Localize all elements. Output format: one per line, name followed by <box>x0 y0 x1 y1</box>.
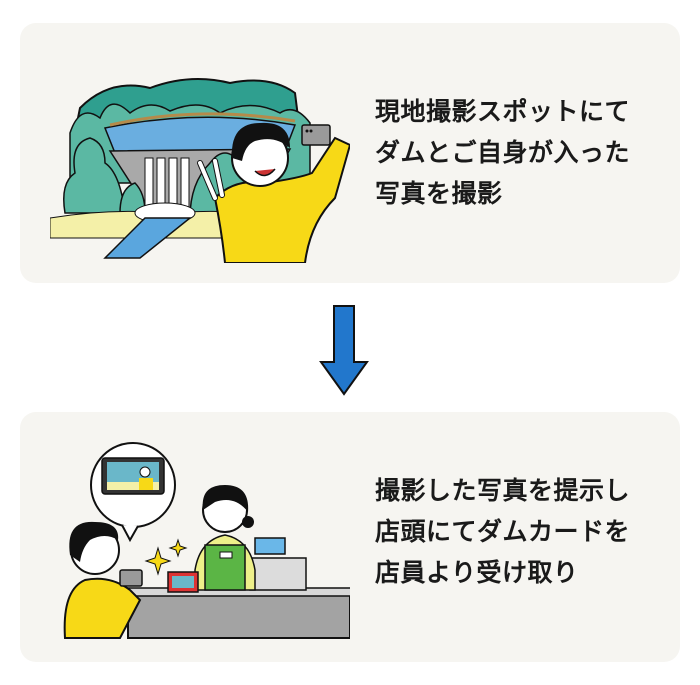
show-photo-at-store-counter-illustration <box>63 442 350 639</box>
step-2-line-3: 店員より受け取り <box>375 558 579 587</box>
step-1-card: 現地撮影スポットにて ダムとご自身が入った 写真を撮影 <box>20 23 680 283</box>
arrow-down-icon <box>319 305 369 396</box>
step-1-line-2: ダムとご自身が入った <box>375 138 631 167</box>
selfie-at-dam-illustration <box>50 78 350 263</box>
step-2-line-2: 店頭にてダムカードを <box>375 517 631 546</box>
step-2-line-1: 撮影した写真を提示し <box>375 476 631 505</box>
step-1-line-3: 写真を撮影 <box>375 179 503 208</box>
step-1-description: 現地撮影スポットにて ダムとご自身が入った 写真を撮影 <box>375 91 630 214</box>
step-2-description: 撮影した写真を提示し 店頭にてダムカードを 店員より受け取り <box>375 470 630 593</box>
step-1-line-1: 現地撮影スポットにて <box>375 97 631 126</box>
step-2-card: 撮影した写真を提示し 店頭にてダムカードを 店員より受け取り <box>20 412 680 662</box>
